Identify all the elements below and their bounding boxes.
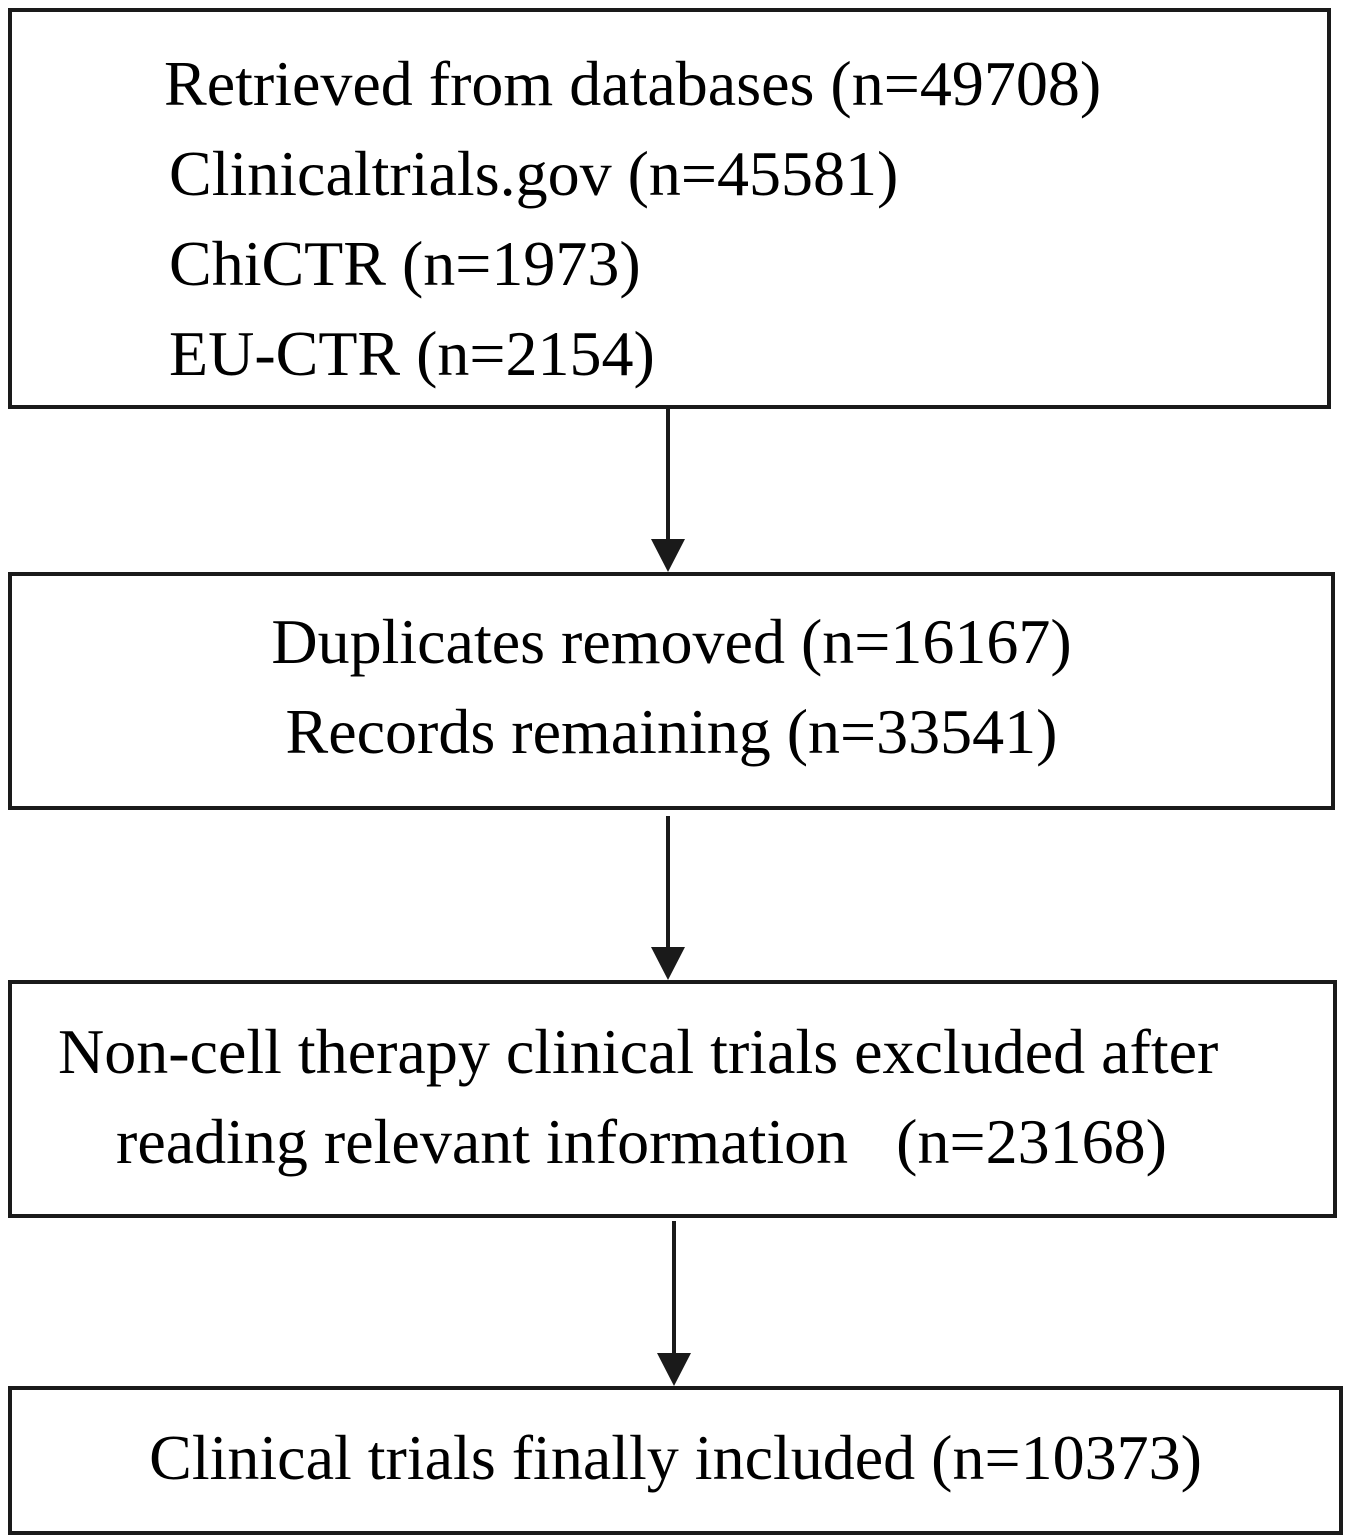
step-box-excluded: Non-cell therapy clinical trials exclude… xyxy=(8,980,1337,1218)
step-box-included: Clinical trials finally included (n=1037… xyxy=(8,1386,1343,1535)
step-text-retrieved-total: Retrieved from databases (n=49708) xyxy=(164,48,1102,119)
arrow-2-down xyxy=(651,816,685,980)
step-text-records-remaining: Records remaining (n=33541) xyxy=(285,696,1058,767)
step-box-duplicates: Duplicates removed (n=16167) Records rem… xyxy=(8,572,1335,810)
step-text-excluded-line-2: reading relevant information (n=23168) xyxy=(116,1106,1167,1177)
step-text-finally-included: Clinical trials finally included (n=1037… xyxy=(149,1422,1202,1493)
arrow-3-down xyxy=(657,1221,691,1386)
step-box-retrieved: Retrieved from databases (n=49708) Clini… xyxy=(8,8,1331,409)
step-text-eu-ctr: EU-CTR (n=2154) xyxy=(169,318,655,389)
step-text-duplicates-removed: Duplicates removed (n=16167) xyxy=(271,606,1072,677)
step-text-excluded-line-1: Non-cell therapy clinical trials exclude… xyxy=(58,1016,1219,1087)
arrow-1-down xyxy=(651,409,685,572)
step-text-clinicaltrials-gov: Clinicaltrials.gov (n=45581) xyxy=(169,138,899,209)
step-text-chictr: ChiCTR (n=1973) xyxy=(169,228,641,299)
